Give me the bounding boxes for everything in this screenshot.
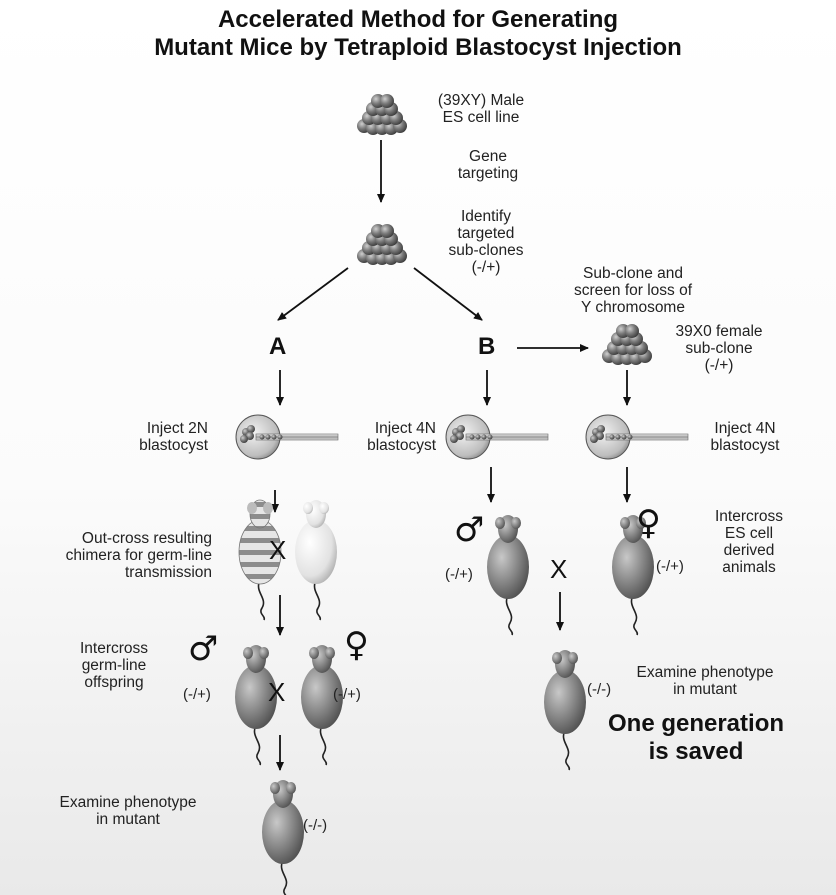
- flow-arrows: [271, 140, 631, 771]
- blastocyst-2n-icon: [235, 414, 339, 460]
- male-symbol-left: ♂: [188, 629, 219, 669]
- female-subclone-label: 39X0 female sub-clone (-/+): [675, 323, 763, 374]
- female-symbol-left: ♀: [344, 625, 369, 665]
- title-line-1: Accelerated Method for Generating: [217, 6, 619, 33]
- white-mouse-icon: [294, 499, 338, 621]
- es-cell-line-label: (39XY) Male ES cell line: [437, 92, 525, 126]
- gene-targeting-label: Gene targeting: [457, 148, 519, 182]
- male-es-mouse-icon: [486, 514, 530, 636]
- blastocyst-4n-b-icon: [445, 414, 549, 460]
- female-symbol-right: ♀: [636, 503, 661, 543]
- outcross-label: Out-cross resulting chimera for germ-lin…: [65, 530, 212, 581]
- genotype-germline-male: (-/+): [183, 686, 211, 703]
- examine-phenotype-left-label: Examine phenotype in mutant: [59, 794, 197, 828]
- es-cell-cluster-icon: [357, 94, 407, 135]
- cross-mark-es-animals: X: [550, 554, 568, 584]
- mutant-mouse-right-icon: [543, 649, 587, 771]
- subclone-screen-label: Sub-clone and screen for loss of Y chrom…: [573, 265, 693, 316]
- branch-a-label: A: [269, 333, 287, 360]
- female-subclone-cluster-icon: [602, 324, 652, 365]
- intercross-germline-label: Intercross germ-line offspring: [79, 640, 149, 691]
- identify-subclones-label: Identify targeted sub-clones (-/+): [448, 208, 524, 276]
- male-symbol-b: ♂: [454, 510, 485, 550]
- targeted-subclone-cluster-icon: [357, 224, 407, 265]
- inject-2n-label: Inject 2N blastocyst: [139, 420, 208, 454]
- mutant-mouse-left-icon: [261, 779, 305, 895]
- branch-b-label: B: [478, 333, 496, 360]
- genotype-male-b: (-/+): [445, 566, 473, 583]
- examine-phenotype-right-label: Examine phenotype in mutant: [636, 664, 774, 698]
- genotype-germline-female: (-/+): [333, 686, 361, 703]
- one-generation-saved-label: One generation is saved: [607, 710, 785, 765]
- genotype-mutant-right: (-/-): [587, 681, 612, 698]
- genotype-female-right: (-/+): [656, 558, 684, 575]
- inject-4n-b-label: Inject 4N blastocyst: [367, 420, 436, 454]
- arrow-to-branch-b: [413, 267, 483, 321]
- blastocyst-4n-right-icon: [585, 414, 689, 460]
- inject-4n-right-label: Inject 4N blastocyst: [710, 420, 780, 454]
- genotype-mutant-left: (-/-): [303, 817, 328, 834]
- cross-mark-germline: X: [268, 677, 286, 707]
- title-line-2: Mutant Mice by Tetraploid Blastocyst Inj…: [154, 34, 682, 61]
- arrow-to-branch-a: [277, 267, 349, 321]
- germline-female-mouse-icon: [300, 644, 344, 766]
- intercross-es-label: Intercross ES cell derived animals: [714, 508, 784, 576]
- cross-mark-outcross: X: [269, 535, 287, 565]
